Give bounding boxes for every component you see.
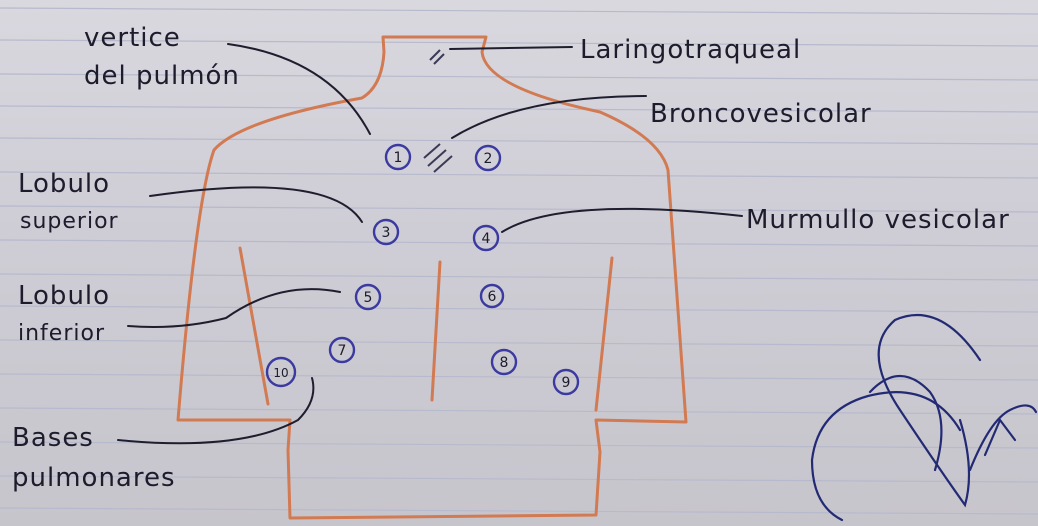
point-8-label: 8	[500, 355, 509, 371]
leader-bases	[117, 377, 315, 445]
point-8: 8	[490, 348, 518, 376]
label-vertice-line1: vertice	[84, 23, 181, 53]
label-bases-line1: Bases	[12, 423, 94, 453]
point-6-label: 6	[488, 289, 497, 305]
ruled-lines	[0, 7, 1038, 515]
label-lobulo-inferior-line1: Lobulo	[18, 281, 110, 311]
point-2: 2	[474, 144, 502, 172]
leader-lobulo-superior	[149, 186, 363, 223]
point-5-label: 5	[364, 290, 373, 306]
point-4: 4	[472, 224, 500, 252]
right-arm-line	[594, 256, 614, 412]
trachea-marks	[423, 49, 453, 173]
leader-laringotraqueal	[449, 46, 573, 50]
auscultation-points: 1 2 3 4 5 6 7 8 9 10	[265, 143, 580, 396]
leader-broncovesicular	[451, 95, 647, 139]
point-10-label: 10	[273, 366, 288, 380]
point-1: 1	[384, 143, 412, 171]
point-6: 6	[479, 283, 505, 309]
leader-lines	[117, 43, 743, 445]
spine-line	[430, 260, 442, 402]
label-bases-line2: pulmonares	[12, 463, 176, 493]
label-broncovesicular: Broncovesicolar	[650, 99, 872, 129]
point-7-label: 7	[338, 343, 347, 359]
point-1-label: 1	[394, 150, 403, 166]
point-4-label: 4	[482, 231, 491, 247]
point-3-label: 3	[382, 225, 391, 241]
label-lobulo-superior-line2: superior	[20, 209, 119, 234]
labels: vertice del pulmón Laringotraqueal Bronc…	[12, 23, 1010, 493]
point-5: 5	[354, 283, 382, 311]
label-lobulo-superior-line1: Lobulo	[18, 169, 110, 199]
torso-outline	[176, 35, 688, 520]
point-9-label: 9	[562, 375, 571, 391]
left-arm-line	[238, 246, 270, 406]
point-7: 7	[328, 336, 356, 364]
label-laringotraqueal: Laringotraqueal	[580, 35, 801, 65]
back-body-shape	[176, 35, 688, 520]
signature	[810, 313, 1038, 522]
leader-vertice	[227, 43, 371, 135]
point-2-label: 2	[484, 151, 493, 167]
label-vertice-line2: del pulmón	[84, 61, 240, 91]
point-9: 9	[552, 368, 580, 396]
point-10: 10	[265, 356, 297, 388]
leader-lobulo-inferior	[127, 288, 341, 328]
leader-murmullo	[501, 207, 743, 233]
label-lobulo-inferior-line2: inferior	[18, 321, 105, 346]
point-3: 3	[372, 218, 400, 246]
label-murmullo-vesicular: Murmullo vesicolar	[746, 205, 1010, 235]
